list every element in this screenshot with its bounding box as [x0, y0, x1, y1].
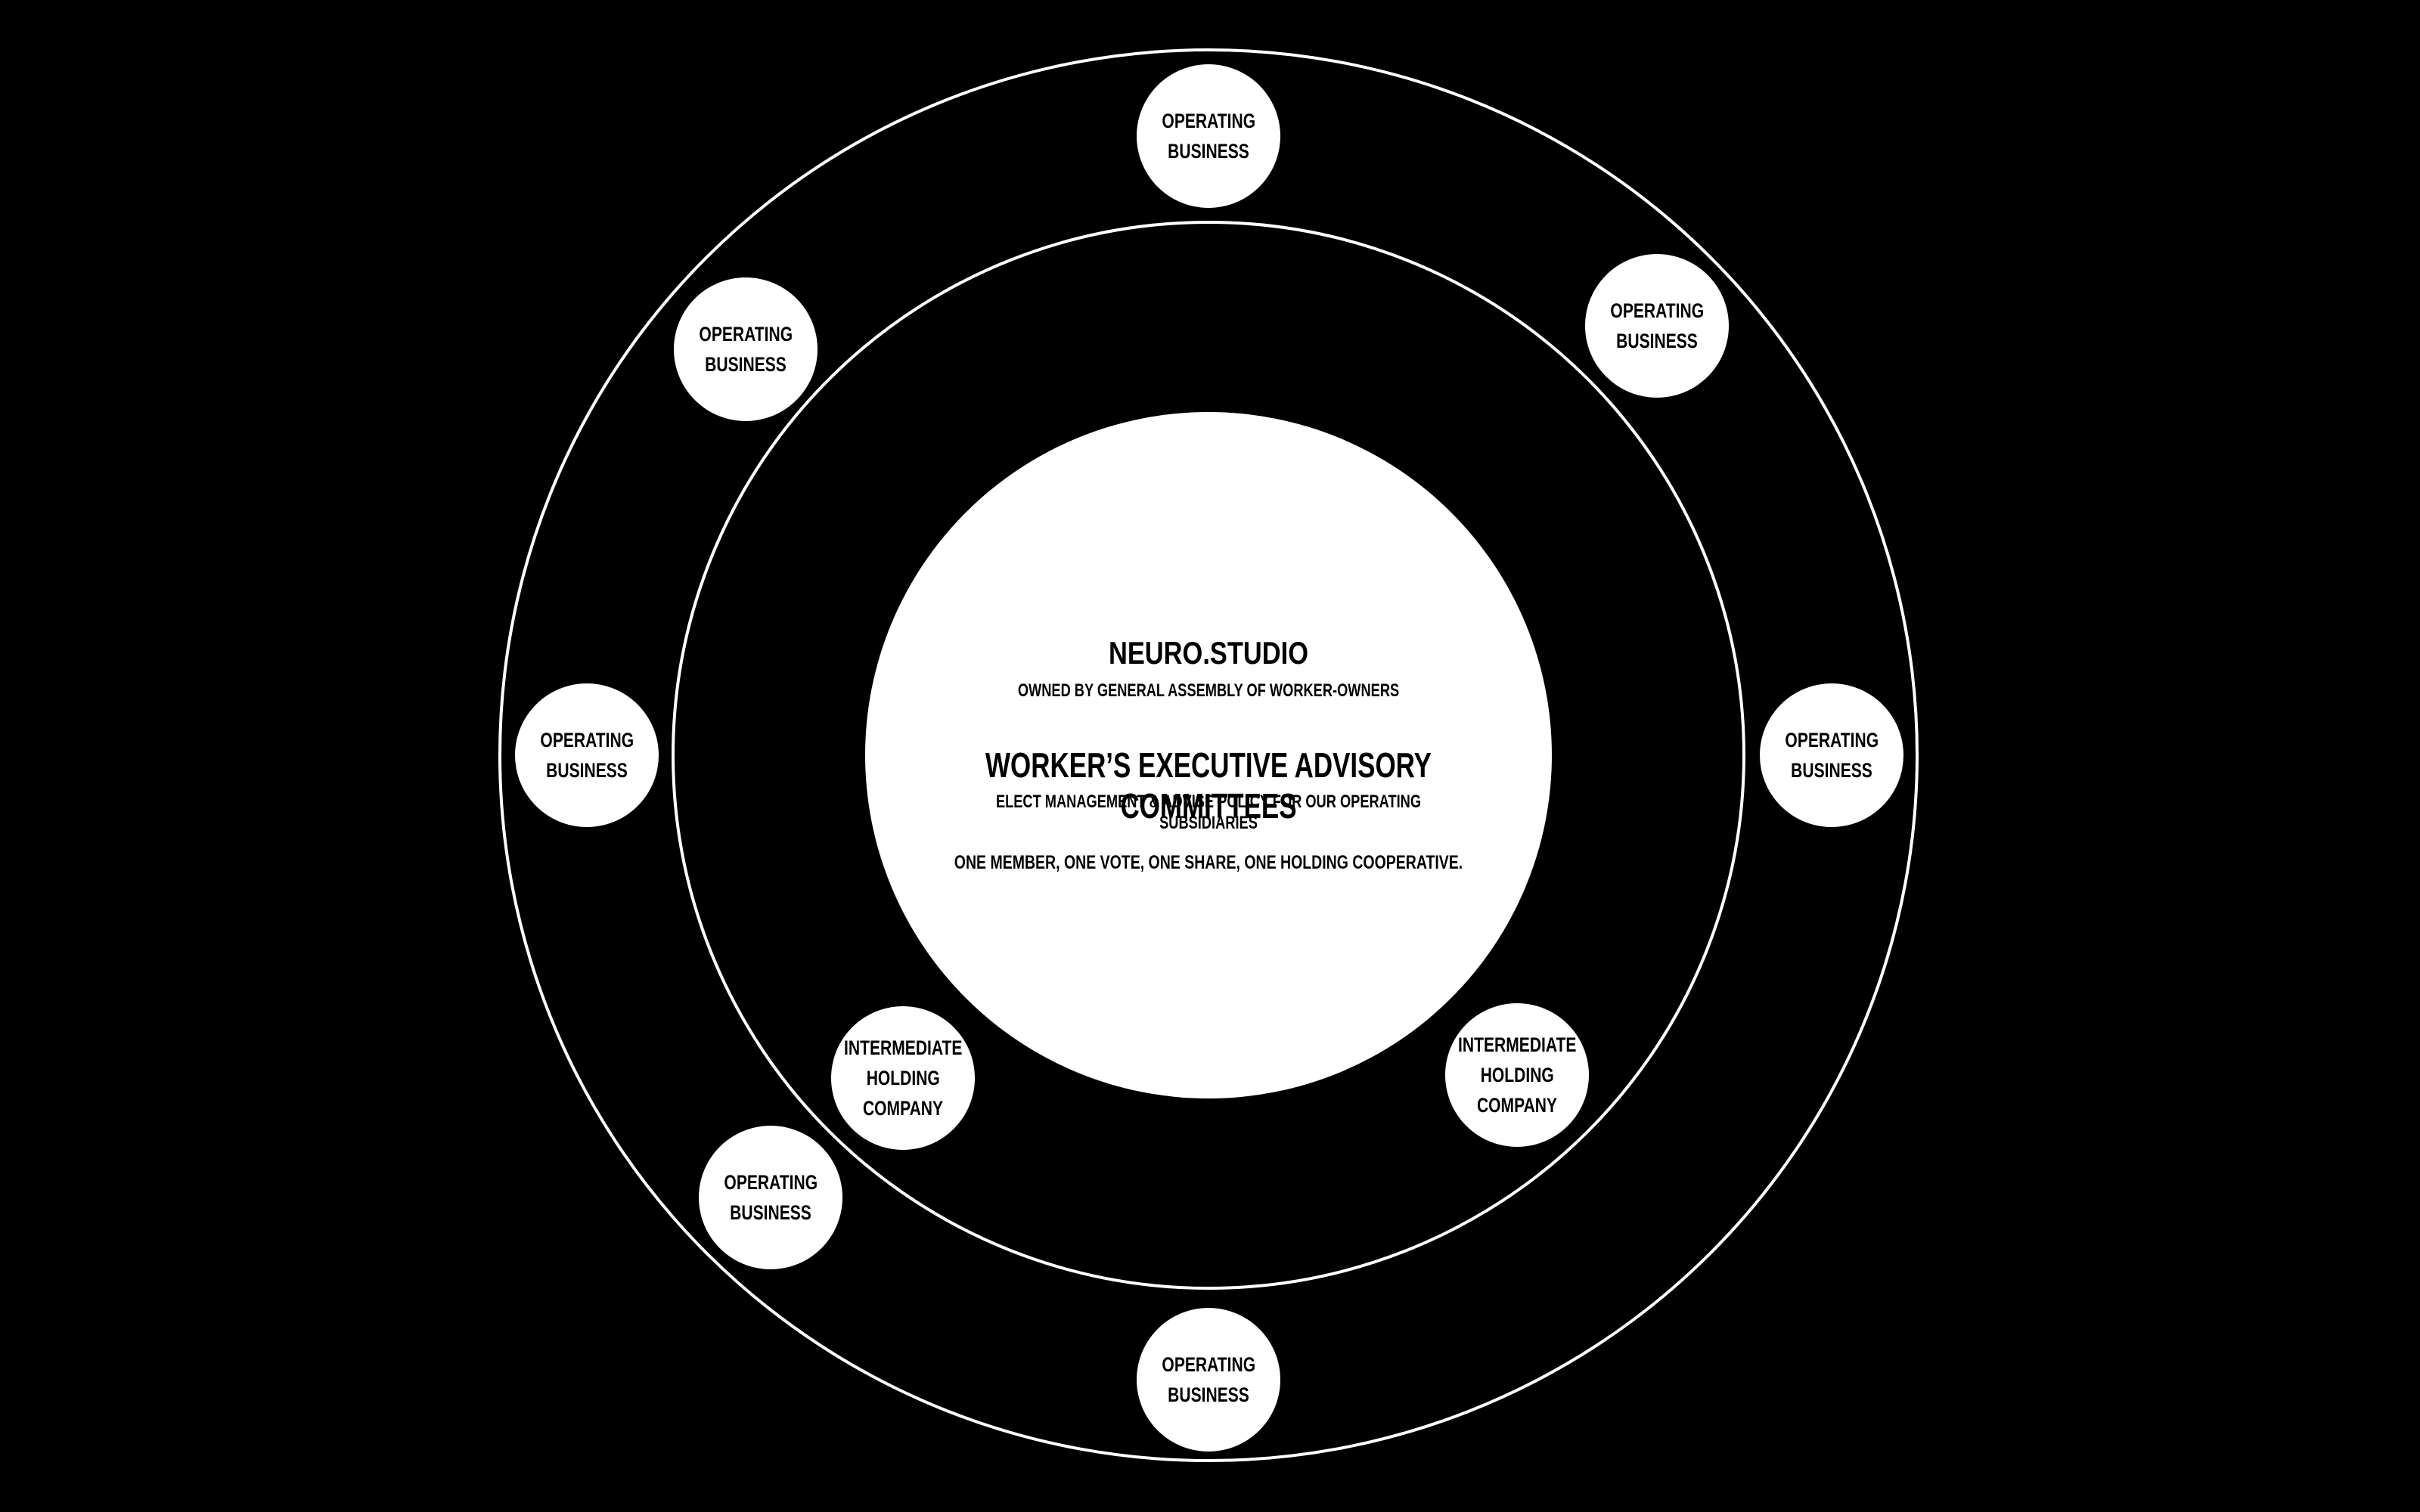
core-motto: ONE MEMBER, ONE VOTE, ONE SHARE, ONE HOL… [954, 852, 1463, 873]
node-label-line: HOLDING [1480, 1064, 1554, 1086]
intermediate-holding-company-node-right: INTERMEDIATE HOLDING COMPANY [1445, 1003, 1589, 1147]
node-label-line: BUSINESS [1616, 330, 1698, 352]
node-label-line: INTERMEDIATE [843, 1036, 963, 1059]
operating-business-node-lower-left: OPERATING BUSINESS [699, 1126, 842, 1269]
node-label-line: BUSINESS [730, 1201, 811, 1224]
node-label-line: BUSINESS [705, 353, 786, 376]
operating-business-node-left: OPERATING BUSINESS [515, 683, 659, 827]
node-label-line: OPERATING [724, 1171, 818, 1194]
node-label-line: OPERATING [1610, 299, 1704, 322]
node-label-line: BUSINESS [546, 759, 628, 782]
node-label-line: INTERMEDIATE [1457, 1033, 1577, 1056]
inner-ring [672, 221, 1745, 1290]
neuro-studio-core: NEURO.STUDIO OWNED BY GENERAL ASSEMBLY O… [865, 412, 1552, 1098]
core-ownership-text: OWNED BY GENERAL ASSEMBLY OF WORKER-OWNE… [1017, 680, 1400, 701]
node-label-line: BUSINESS [1168, 1383, 1249, 1406]
node-label-line: OPERATING [1785, 729, 1879, 751]
node-label-line: COMPANY [862, 1097, 944, 1120]
operating-business-node-bottom: OPERATING BUSINESS [1137, 1308, 1280, 1452]
node-label-line: BUSINESS [1791, 759, 1872, 782]
core-title: NEURO.STUDIO [1108, 635, 1309, 671]
operating-business-node-top: OPERATING BUSINESS [1137, 64, 1280, 208]
node-label-line: OPERATING [540, 729, 634, 751]
operating-business-node-upper-right: OPERATING BUSINESS [1585, 254, 1729, 398]
node-label-line: OPERATING [699, 323, 793, 345]
core-committees-heading: WORKER’S EXECUTIVE ADVISORY COMMITTEES [985, 745, 1432, 826]
node-label-line: COMPANY [1476, 1094, 1558, 1117]
node-label-line: BUSINESS [1168, 140, 1249, 163]
node-label-line: OPERATING [1162, 1353, 1255, 1376]
node-label-line: HOLDING [866, 1067, 940, 1089]
intermediate-holding-company-node-left: INTERMEDIATE HOLDING COMPANY [831, 1006, 975, 1150]
operating-business-node-upper-left: OPERATING BUSINESS [674, 277, 818, 421]
core-committees-description: ELECT MANAGEMENT & ADVISE POLICY FOR OUR… [995, 792, 1422, 833]
node-label-line: OPERATING [1162, 110, 1255, 132]
operating-business-node-right: OPERATING BUSINESS [1760, 683, 1903, 827]
outer-ring [498, 48, 1919, 1462]
